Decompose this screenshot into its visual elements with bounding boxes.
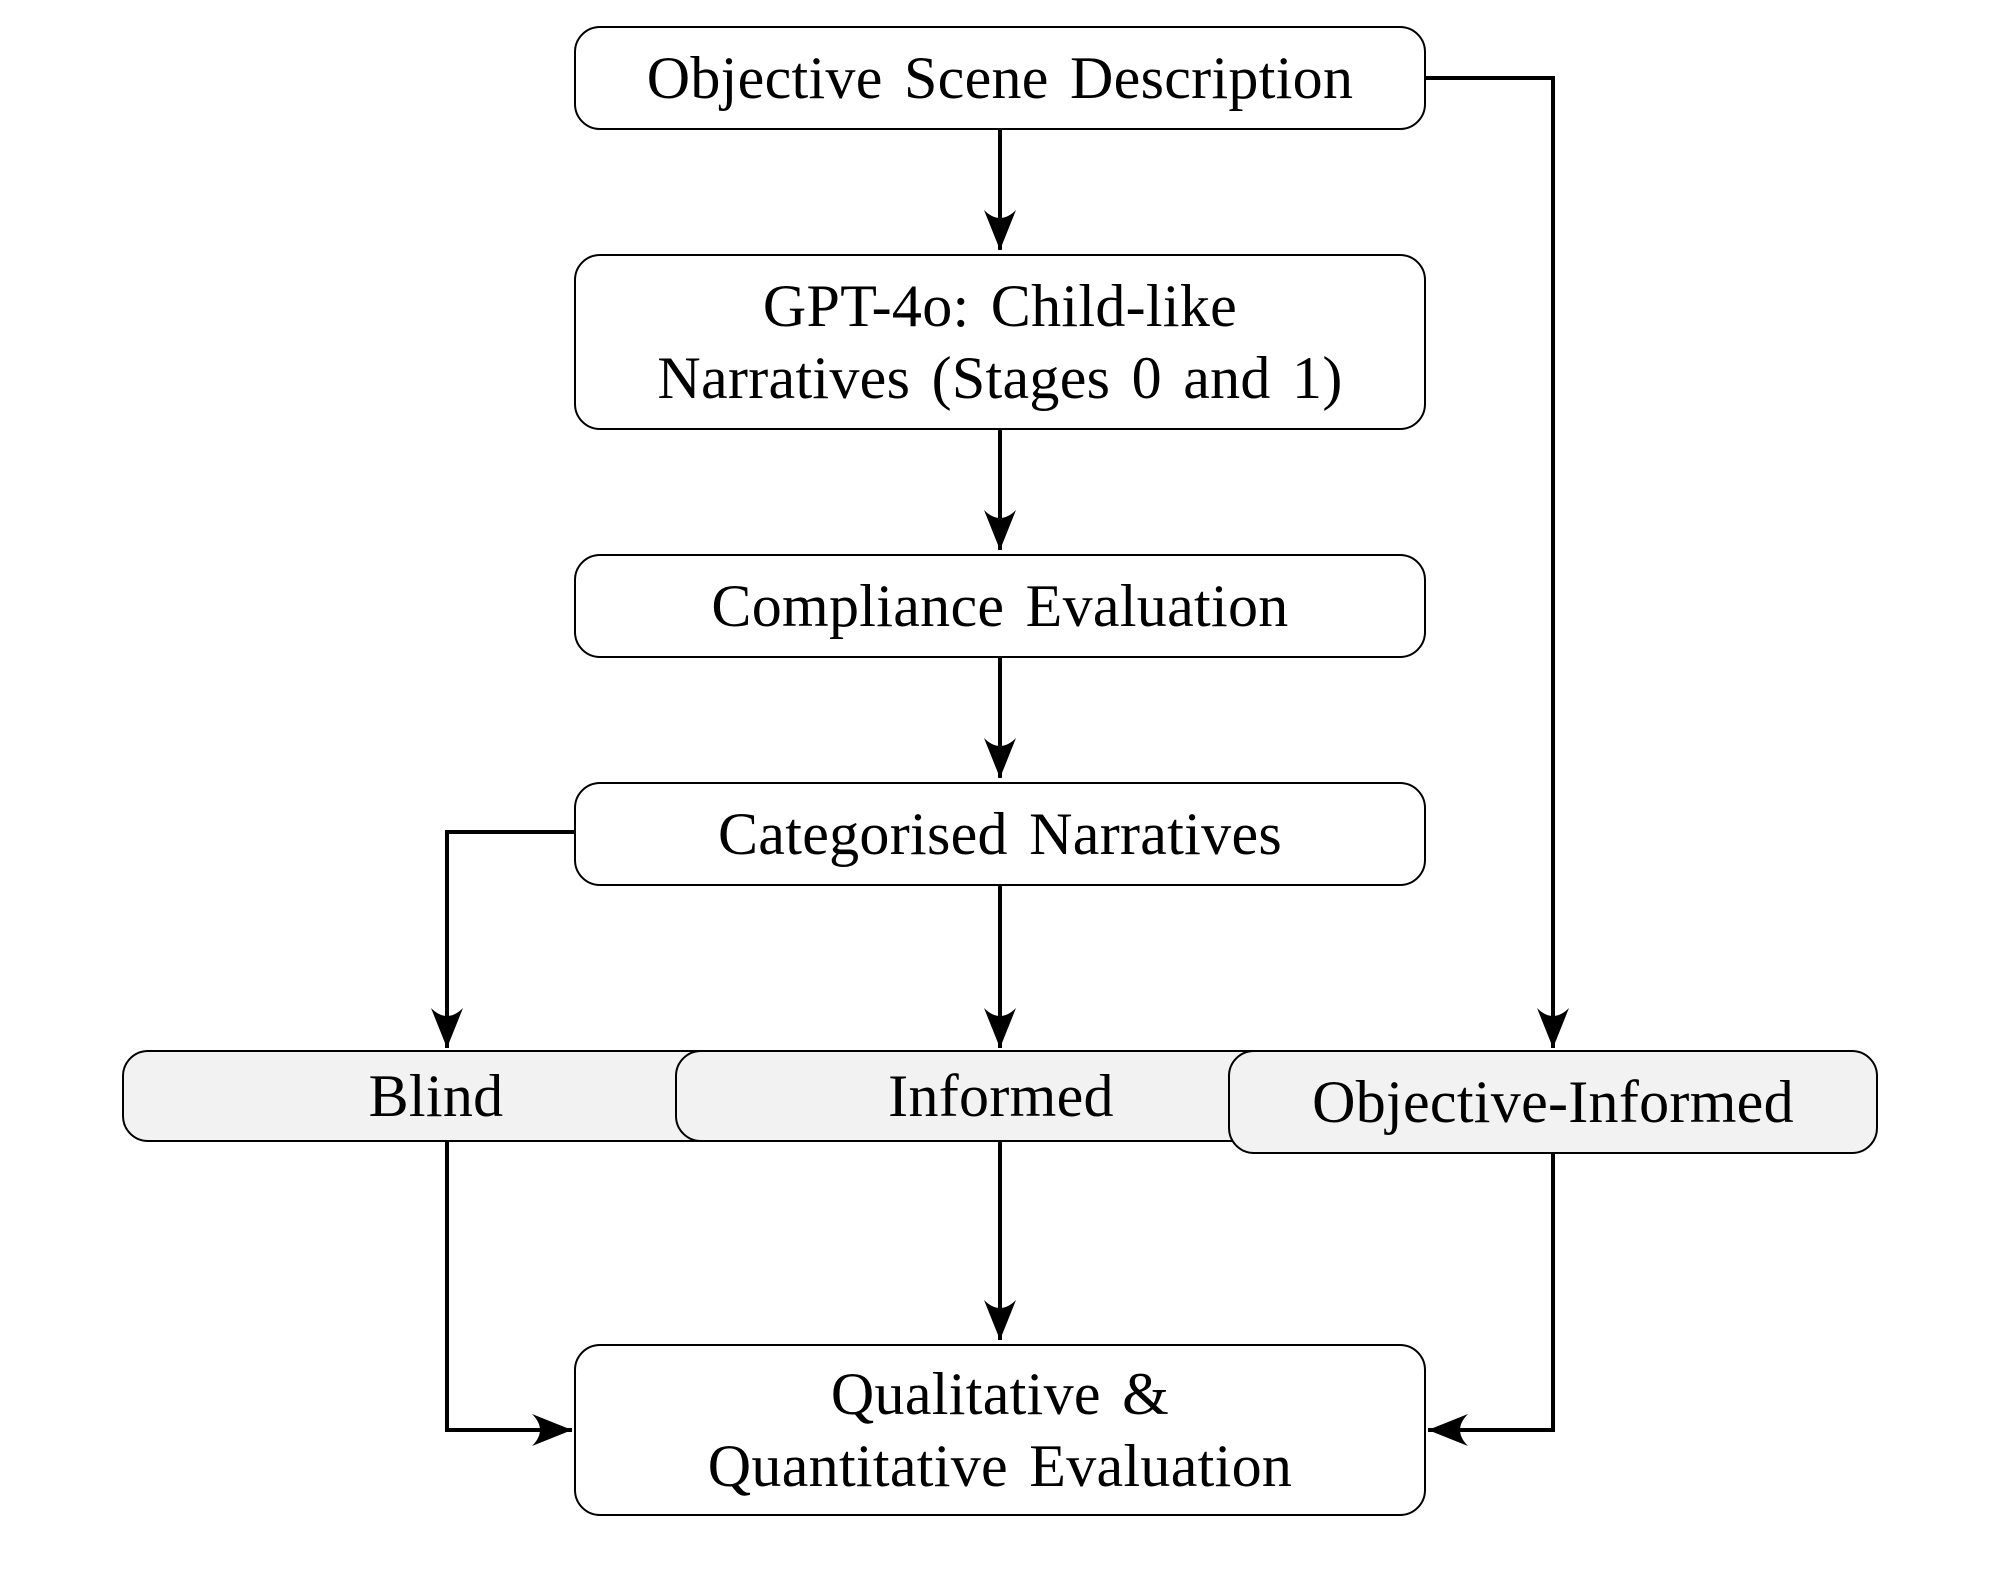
gpt4o-label-line-2: Narratives (Stages 0 and 1) xyxy=(657,345,1343,411)
gpt4o-label-line-1: GPT-4o: Child-like xyxy=(762,273,1238,339)
arrow-blind-to-evaluation xyxy=(445,1140,572,1446)
objective-scene-description-label: Objective Scene Description xyxy=(646,45,1354,111)
evaluation-label-line-1: Qualitative & xyxy=(830,1361,1170,1427)
objective-scene-description-node: Objective Scene Description xyxy=(574,26,1426,130)
categorised-narratives-label: Categorised Narratives xyxy=(717,801,1283,867)
compliance-evaluation-label: Compliance Evaluation xyxy=(711,573,1289,639)
arrow-objective-scene-to-objective-informed xyxy=(1426,76,1569,1048)
objective-informed-node: Objective-Informed xyxy=(1228,1050,1878,1154)
categorised-narratives-node: Categorised Narratives xyxy=(574,782,1426,886)
arrow-objective-informed-to-evaluation xyxy=(1428,1153,1555,1446)
blind-label: Blind xyxy=(368,1063,504,1129)
gpt4o-child-like-narratives-node: GPT-4o: Child-like Narratives (Stages 0 … xyxy=(574,254,1426,430)
blind-node: Blind xyxy=(122,1050,750,1142)
arrow-categorised-to-blind xyxy=(431,830,574,1048)
objective-informed-label: Objective-Informed xyxy=(1312,1069,1794,1135)
informed-label: Informed xyxy=(888,1063,1114,1129)
compliance-evaluation-node: Compliance Evaluation xyxy=(574,554,1426,658)
qualitative-quantitative-evaluation-node: Qualitative & Quantitative Evaluation xyxy=(574,1344,1426,1516)
evaluation-label-line-2: Quantitative Evaluation xyxy=(707,1433,1293,1499)
